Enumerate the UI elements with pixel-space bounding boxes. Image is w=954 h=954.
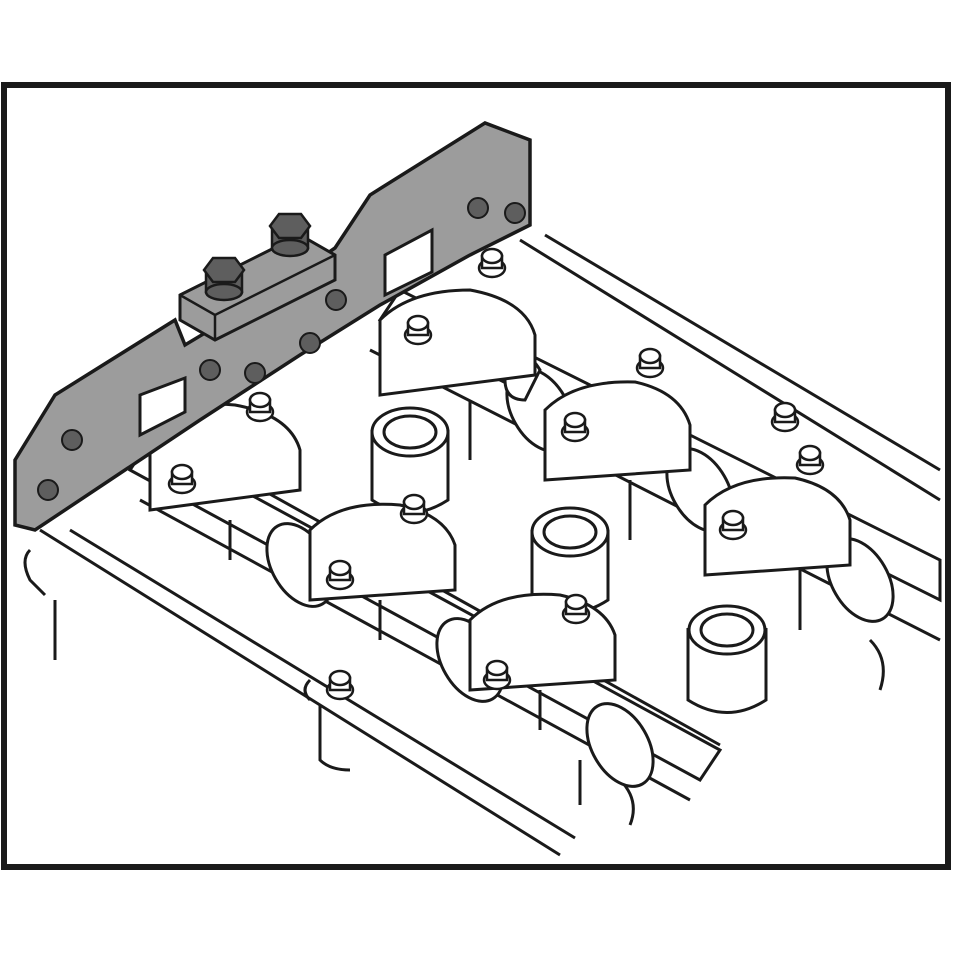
cap-bolt bbox=[718, 509, 748, 541]
plate-hole bbox=[244, 362, 266, 384]
camshaft-locking-tool bbox=[13, 121, 532, 532]
cap-bolt bbox=[245, 391, 275, 423]
locking-slot bbox=[138, 375, 187, 438]
cap-bolt bbox=[560, 411, 590, 443]
cap-bolt bbox=[477, 247, 507, 279]
cap-bolt bbox=[325, 669, 355, 701]
cap-bolt bbox=[482, 659, 512, 691]
plate-hole bbox=[199, 359, 221, 381]
plate-hole bbox=[504, 202, 526, 224]
plate-hole bbox=[467, 197, 489, 219]
cap-bolt bbox=[325, 559, 355, 591]
bearing-caps-rear bbox=[378, 288, 852, 577]
cap-bolt bbox=[167, 463, 197, 495]
locking-slot bbox=[383, 227, 434, 298]
cap-bolt bbox=[403, 314, 433, 346]
cap-bolt bbox=[795, 444, 825, 476]
plate-hole bbox=[61, 429, 83, 451]
cap-bolts bbox=[167, 247, 825, 701]
cap-bolt bbox=[635, 347, 665, 379]
plate-hole bbox=[325, 289, 347, 311]
plate-hole bbox=[299, 332, 321, 354]
clamp-bolt bbox=[202, 256, 246, 302]
spark-plug-wells bbox=[370, 406, 768, 714]
plate-hole bbox=[37, 479, 59, 501]
clamp-bolt bbox=[268, 212, 312, 258]
cap-bolt bbox=[399, 493, 429, 525]
cap-bolt bbox=[561, 593, 591, 625]
cap-bolt bbox=[770, 401, 800, 433]
cylinder-head-rails bbox=[23, 233, 941, 857]
plate-holes bbox=[37, 197, 526, 501]
